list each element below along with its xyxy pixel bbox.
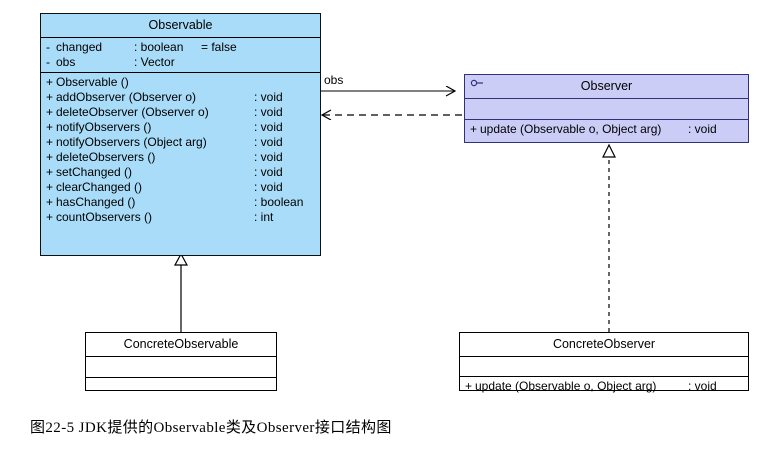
methods-compartment-concrete-observable: [86, 376, 276, 398]
attribute-type: : boolean: [134, 39, 184, 54]
method-return-type: : void: [254, 104, 283, 119]
method-row: +deleteObserver (Observer o) : void: [41, 105, 320, 120]
method-return-type: : void: [688, 378, 717, 393]
visibility-marker: +: [46, 209, 54, 224]
visibility-marker: -: [46, 39, 50, 54]
attribute-row: -obs : Vector: [41, 55, 320, 70]
method-return-type: : void: [254, 89, 283, 104]
attributes-compartment-concrete-observer: [460, 355, 748, 376]
method-signature: clearChanged (): [56, 179, 143, 194]
method-return-type: : void: [254, 134, 283, 149]
method-return-type: : void: [254, 164, 283, 179]
method-row: +update (Observable o, Object arg) : voi…: [460, 379, 748, 394]
attributes-compartment-observer: [465, 97, 748, 119]
method-row: +update (Observable o, Object arg) : voi…: [465, 122, 748, 137]
method-row: +notifyObservers (Object arg) : void: [41, 135, 320, 150]
methods-compartment-observable: +Observable () +addObserver (Observer o)…: [41, 71, 320, 227]
interface-lollipop-icon: [470, 79, 483, 87]
method-signature: notifyObservers (): [56, 119, 152, 134]
attributes-compartment-concrete-observable: [86, 355, 276, 377]
generalization-concrete-observable-line: [173, 252, 189, 332]
method-row: +clearChanged () : void: [41, 180, 320, 195]
method-row: +notifyObservers () : void: [41, 120, 320, 135]
method-row: +countObservers () : int: [41, 210, 320, 225]
visibility-marker: +: [46, 104, 54, 119]
class-title-concrete-observer: ConcreteObserver: [552, 337, 656, 351]
class-box-observer[interactable]: Observer +update (Observable o, Object a…: [464, 74, 749, 143]
attribute-row: -changed : boolean = false: [41, 40, 320, 55]
class-box-concrete-observer[interactable]: ConcreteObserver +update (Observable o, …: [459, 332, 749, 393]
attribute-name: changed: [56, 39, 103, 54]
method-return-type: : void: [254, 149, 283, 164]
method-row: +hasChanged () : boolean: [41, 195, 320, 210]
visibility-marker: +: [46, 74, 54, 89]
method-signature: Observable (): [56, 74, 129, 89]
visibility-marker: -: [46, 54, 50, 69]
association-label-obs: obs: [324, 73, 344, 87]
figure-caption: 图22-5 JDK提供的Observable类及Observer接口结构图: [30, 420, 392, 436]
method-signature: setChanged (): [56, 164, 133, 179]
class-title-observer: Observer: [580, 79, 633, 93]
visibility-marker: +: [46, 179, 54, 194]
class-title-observer-wrapper: Observer: [465, 75, 748, 98]
method-signature: hasChanged (): [56, 194, 136, 209]
method-return-type: : void: [254, 179, 283, 194]
class-title-concrete-observable: ConcreteObservable: [123, 337, 239, 351]
method-return-type: : void: [254, 119, 283, 134]
visibility-marker: +: [465, 378, 473, 393]
class-title-observable: Observable: [148, 18, 213, 32]
method-row: +setChanged () : void: [41, 165, 320, 180]
method-signature: countObservers (): [56, 209, 153, 224]
method-signature: update (Observable o, Object arg): [480, 121, 662, 136]
method-signature: deleteObserver (Observer o): [56, 104, 209, 119]
class-box-concrete-observable[interactable]: ConcreteObservable: [85, 332, 277, 391]
method-return-type: : boolean: [254, 194, 304, 209]
method-signature: addObserver (Observer o): [56, 89, 197, 104]
attribute-default: = false: [201, 39, 237, 54]
methods-compartment-observer: +update (Observable o, Object arg) : voi…: [465, 118, 748, 139]
visibility-marker: +: [46, 194, 54, 209]
methods-compartment-concrete-observer: +update (Observable o, Object arg) : voi…: [460, 375, 748, 396]
visibility-marker: +: [46, 134, 54, 149]
method-return-type: : void: [688, 121, 717, 136]
method-row: +deleteObservers () : void: [41, 150, 320, 165]
realization-concrete-observer-line: [602, 143, 616, 332]
visibility-marker: +: [46, 89, 54, 104]
method-return-type: : int: [254, 209, 274, 224]
visibility-marker: +: [470, 121, 478, 136]
method-row: +Observable (): [41, 75, 320, 90]
visibility-marker: +: [46, 164, 54, 179]
visibility-marker: +: [46, 149, 54, 164]
method-signature: notifyObservers (Object arg): [56, 134, 207, 149]
class-box-observable[interactable]: Observable -changed : boolean = false -o…: [40, 13, 321, 256]
visibility-marker: +: [46, 119, 54, 134]
attribute-name: obs: [56, 54, 76, 69]
method-signature: update (Observable o, Object arg): [475, 378, 657, 393]
method-signature: deleteObservers (): [56, 149, 156, 164]
method-row: +addObserver (Observer o) : void: [41, 90, 320, 105]
attribute-type: : Vector: [134, 54, 175, 69]
attributes-compartment-observable: -changed : boolean = false -obs : Vector: [41, 36, 320, 72]
